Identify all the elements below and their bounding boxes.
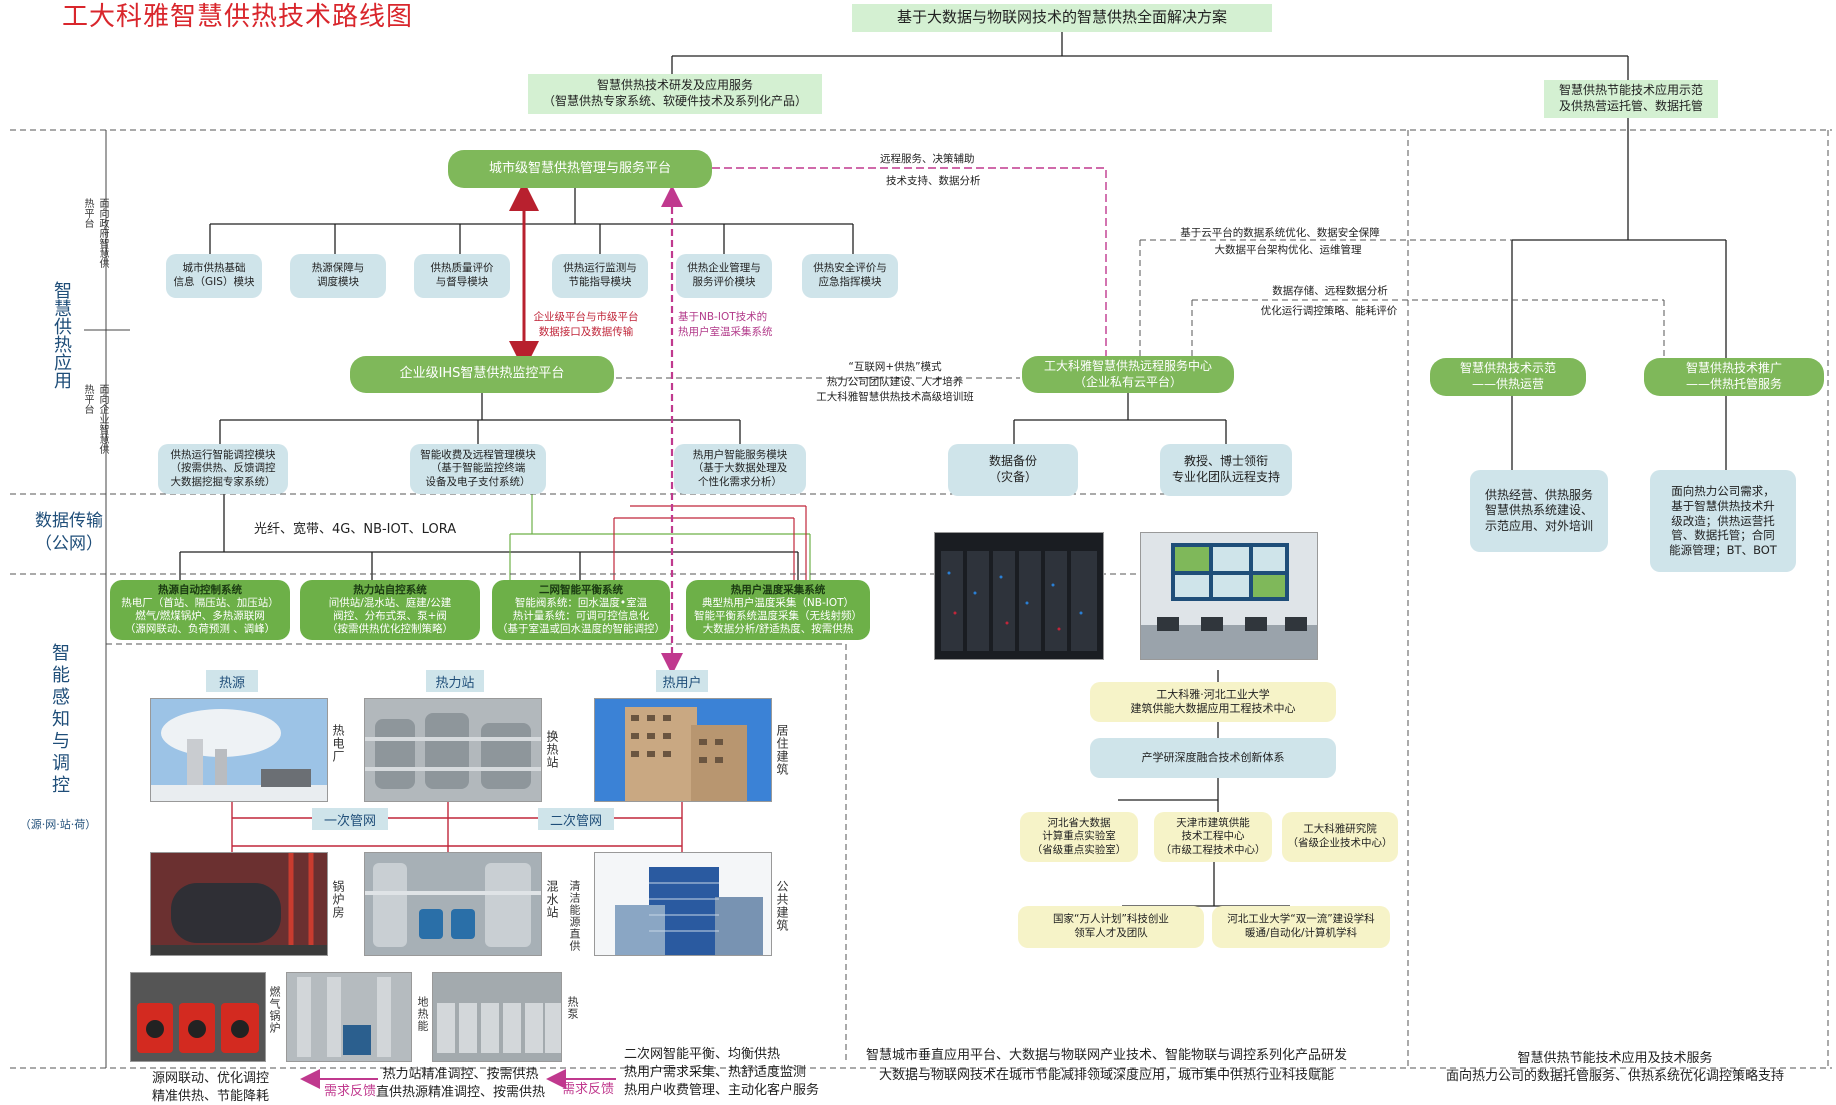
- primary-pipe-network: 一次管网: [312, 808, 388, 830]
- root-solution-node: 基于大数据与物联网技术的智慧供热全面解决方案: [852, 4, 1272, 32]
- label-clean-energy: 清洁能源直供: [568, 880, 581, 952]
- bottom-text-station: 热力站精准调控、按需供热 直供热源精准调控、按需供热: [376, 1067, 546, 1100]
- ent-module-billing: 智能收费及远程管理模块 （基于智能监控终端 设备及电子支付系统）: [410, 444, 546, 494]
- side-label-sense: 智能感知与调控: [49, 643, 70, 797]
- temperature-system-title: 热用户温度采集系统: [730, 583, 826, 596]
- secondary-pipe-network: 二次管网: [538, 808, 614, 830]
- bottom-text-source: 源网联动、优化调控 精准供热、节能降耗: [152, 1071, 270, 1104]
- cloud-note-2: 大数据平台架构优化、运维管理: [1214, 244, 1362, 256]
- geothermal-photo: [286, 972, 412, 1062]
- substation-system-body: 间供站/混水站、庭建/公建 阀控、分布式泵、泵+阀 （按需供热优化控制策略）: [327, 596, 453, 636]
- city-module-quality: 供热质量评价 与督导模块: [414, 254, 510, 298]
- expert-team-node: 教授、博士领衔 专业化团队远程支持: [1160, 444, 1292, 496]
- balance-system-body: 智能阀系统：回水温度•室温 热计量系统：可调可控信息化 （基于室温或回水温度的智…: [497, 596, 665, 636]
- side-label-sense-sub: （源·网·站·荷）: [19, 818, 97, 831]
- temperature-system-body: 典型热用户温度采集（NB-IOT） 智能平衡系统温度采集（无线射频） 大数据分析…: [694, 596, 862, 636]
- label-residential: 居住建筑: [775, 724, 789, 776]
- residential-photo: [594, 698, 772, 802]
- power-plant-photo: [150, 698, 328, 802]
- city-platform-node: 城市级智慧供热管理与服务平台: [448, 150, 712, 188]
- innovation-system-node: 产学研深度融合技术创新体系: [1090, 738, 1336, 778]
- control-room-photo: [1140, 532, 1318, 660]
- rd-service-node: 智慧供热技术研发及应用服务 （智慧供热专家系统、软硬件技术及系列化产品）: [528, 74, 822, 114]
- hosting-desc: 面向热力公司需求， 基于智慧供热技术升 级改造；供热运营托 管、数据托管；合同 …: [1650, 470, 1796, 572]
- label-mixing-station: 混水站: [545, 880, 559, 919]
- balance-system-title: 二网智能平衡系统: [539, 583, 623, 596]
- enterprise-platform-node: 企业级IHS智慧供热监控平台: [350, 356, 614, 393]
- city-module-dispatch: 热源保障与 调度模块: [290, 254, 386, 298]
- server-room-photo: [934, 532, 1104, 660]
- city-module-enterprise: 供热企业管理与 服务评价模块: [676, 254, 772, 298]
- demo-hosting-node: 智慧供热节能技术应用示范 及供热营运托管、数据托管: [1544, 80, 1718, 118]
- data-note-1: 数据存储、远程数据分析: [1272, 285, 1388, 297]
- exchange-station-photo: [364, 698, 542, 802]
- city-module-safety: 供热安全评价与 应急指挥模块: [802, 254, 898, 298]
- backup-node: 数据备份 （灾备）: [948, 444, 1078, 496]
- feedback-label-2: 需求反馈: [562, 1082, 615, 1097]
- lab-keya-institute: 工大科雅研究院 （省级企业技术中心）: [1282, 812, 1398, 862]
- lab-hebei-bigdata: 河北省大数据 计算重点实验室 （省级重点实验室）: [1020, 812, 1138, 862]
- engineering-center-node: 工大科雅·河北工业大学 建筑供能大数据应用工程技术中心: [1090, 682, 1336, 722]
- city-module-monitor: 供热运行监测与 节能指导模块: [552, 254, 648, 298]
- secondary-balance-system: 二网智能平衡系统 智能阀系统：回水温度•室温 热计量系统：可调可控信息化 （基于…: [492, 580, 670, 640]
- boiler-room-photo: [150, 852, 328, 956]
- network-types: 光纤、宽带、4G、NB-IOT、LORA: [254, 522, 457, 537]
- side-label-ent: 面向企业智慧供热平台: [82, 384, 108, 454]
- city-module-gis: 城市供热基础 信息（GIS）模块: [166, 254, 262, 298]
- ent-module-user-service: 热用户智能服务模块 （基于大数据处理及 个性化需求分析）: [674, 444, 806, 494]
- label-gas-boiler: 燃气锅炉: [268, 986, 281, 1034]
- substation-system-title: 热力站自控系统: [353, 583, 427, 596]
- talent-plan-node: 国家“万人计划”科技创业 领军人才及团队: [1018, 906, 1204, 948]
- label-exchange-station: 换热站: [545, 730, 559, 769]
- bottom-text-service: 智慧供热节能技术应用及技术服务 面向热力公司的数据托管服务、供热系统优化调控策略…: [1446, 1051, 1785, 1085]
- internet-mode-note: “互联网+供热”模式 热力公司团队建设、人才培养 工大科雅智慧供热技术高级培训班: [816, 361, 974, 404]
- label-public-building: 公共建筑: [775, 880, 789, 932]
- promotion-hosting-node: 智慧供热技术推广 ——供热托管服务: [1644, 358, 1824, 396]
- label-boiler-room: 锅炉房: [331, 880, 345, 919]
- label-geothermal: 地热能: [416, 996, 429, 1032]
- remote-note-1: 远程服务、决策辅助: [880, 153, 975, 165]
- label-heat-pump: 热泵: [566, 996, 579, 1020]
- demo-operation-node: 智慧供热技术示范 ——供热运营: [1430, 358, 1586, 396]
- bottom-text-user: 二次网智能平衡、均衡供热 热用户需求采集、热舒适度监测 热用户收费管理、主动化客…: [624, 1047, 820, 1099]
- data-note-2: 优化运行调控策略、能耗评价: [1260, 305, 1398, 317]
- category-heat-user: 热用户: [656, 670, 708, 692]
- label-power-plant: 热电厂: [331, 724, 345, 763]
- red-interface-note: 企业级平台与市级平台 数据接口及数据传输: [533, 311, 639, 339]
- side-label-gov: 面向政府智慧供热平台: [82, 198, 108, 268]
- heat-source-control-system: 热源自动控制系统 热电厂（首站、隔压站、加压站） 燃气/燃煤锅炉、多热源联网 （…: [110, 580, 290, 640]
- substation-control-system: 热力站自控系统 间供站/混水站、庭建/公建 阀控、分布式泵、泵+阀 （按需供热优…: [300, 580, 480, 640]
- heat-source-system-title: 热源自动控制系统: [158, 583, 242, 596]
- remote-note-2: 技术支持、数据分析: [886, 175, 981, 187]
- operation-desc: 供热经营、供热服务 智慧供热系统建设、 示范应用、对外培训: [1470, 470, 1608, 552]
- page-title: 工大科雅智慧供热技术路线图: [62, 2, 414, 32]
- gas-boiler-photo: [130, 972, 266, 1062]
- mixing-station-photo: [364, 852, 542, 956]
- public-building-photo: [594, 852, 772, 956]
- purple-nbiot-note: 基于NB-IOT技术的 热用户室温采集系统: [678, 311, 773, 339]
- heat-source-system-body: 热电厂（首站、隔压站、加压站） 燃气/燃煤锅炉、多热源联网 （源网联动、负荷预测…: [121, 596, 279, 636]
- remote-service-center-node: 工大科雅智慧供热远程服务中心 （企业私有云平台）: [1022, 356, 1234, 393]
- bottom-text-city: 智慧城市垂直应用平台、大数据与物联网产业技术、智能物联与调控系列化产品研发 大数…: [866, 1048, 1348, 1084]
- user-temperature-system: 热用户温度采集系统 典型热用户温度采集（NB-IOT） 智能平衡系统温度采集（无…: [686, 580, 870, 640]
- heat-pump-photo: [432, 972, 562, 1062]
- ent-module-regulation: 供热运行智能调控模块 （按需供热、反馈调控 大数据挖掘专家系统）: [158, 444, 288, 494]
- category-heat-source: 热源: [206, 670, 258, 692]
- cloud-note-1: 基于云平台的数据系统优化、数据安全保障: [1180, 227, 1380, 239]
- lab-tianjin-energy: 天津市建筑供能 技术工程中心 （市级工程技术中心）: [1154, 812, 1272, 862]
- feedback-label-1: 需求反馈: [324, 1084, 377, 1099]
- category-substation: 热力站: [426, 670, 484, 692]
- side-label-transmission: 数据传输 （公网）: [35, 511, 103, 554]
- discipline-node: 河北工业大学“双一流”建设学科 暖通/自动化/计算机学科: [1212, 906, 1390, 948]
- side-label-app: 智慧供热应用: [51, 281, 72, 389]
